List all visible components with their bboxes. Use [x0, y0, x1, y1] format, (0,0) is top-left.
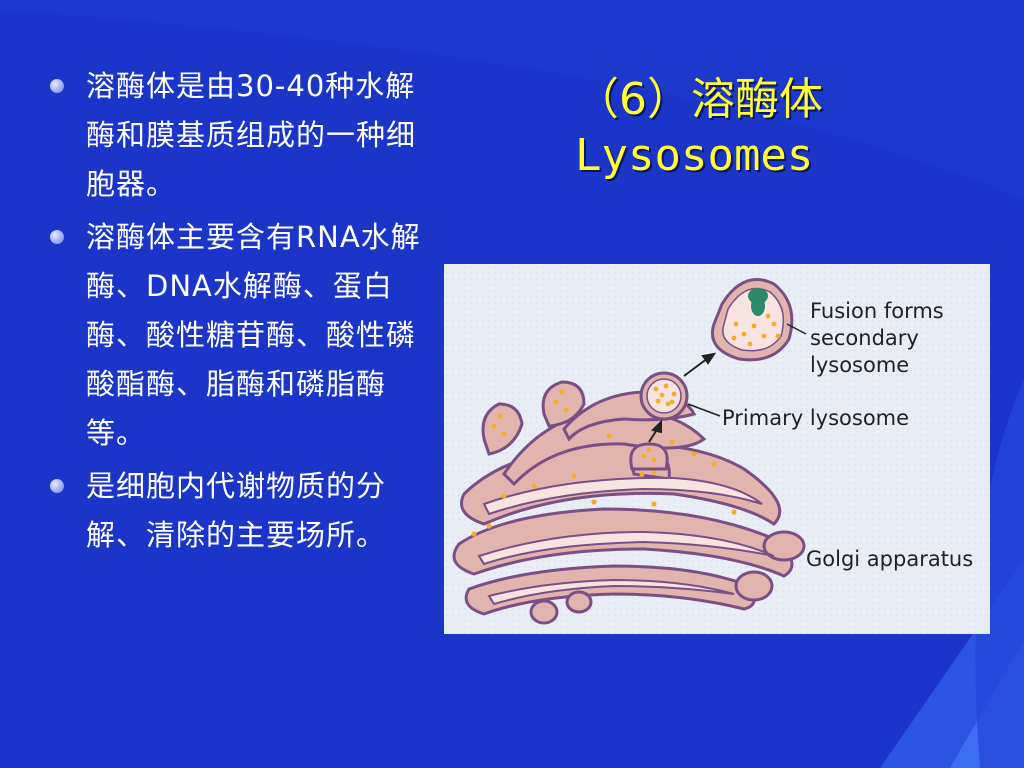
secondary-lysosome-icon: [711, 278, 794, 362]
bullet-text: 是细胞内代谢物质的分解、清除的主要场所。: [86, 469, 387, 552]
bullet-dot-icon: [50, 79, 64, 93]
title-english: Lysosomes: [575, 130, 814, 181]
slide-title: （6）溶酶体 Lysosomes: [575, 72, 823, 184]
bullet-item: 是细胞内代谢物质的分解、清除的主要场所。: [50, 462, 430, 560]
bullet-item: 溶酶体是由30-40种水解酶和膜基质组成的一种细胞器。: [50, 62, 430, 209]
title-chinese: （6）溶酶体: [575, 74, 823, 125]
bullet-list: 溶酶体是由30-40种水解酶和膜基质组成的一种细胞器。 溶酶体主要含有RNA水解…: [50, 62, 430, 564]
diagram-illustration: [444, 264, 990, 634]
bullet-dot-icon: [50, 479, 64, 493]
primary-lysosome-icon: [639, 371, 689, 421]
bullet-dot-icon: [50, 230, 64, 244]
fusion-label: Fusion forms secondary lysosome: [810, 299, 944, 377]
arrow-icon: [648, 352, 717, 443]
budding-vesicle-icon: [629, 442, 669, 471]
bullet-item: 溶酶体主要含有RNA水解酶、DNA水解酶、蛋白酶、酸性糖苷酶、酸性磷酸酯酶、脂酶…: [50, 213, 430, 458]
golgi-lysosome-diagram: Fusion forms secondary lysosome Primary …: [444, 264, 990, 634]
golgi-apparatus-label: Golgi apparatus: [806, 547, 974, 571]
bullet-text: 溶酶体是由30-40种水解酶和膜基质组成的一种细胞器。: [86, 69, 417, 201]
bullet-text: 溶酶体主要含有RNA水解酶、DNA水解酶、蛋白酶、酸性糖苷酶、酸性磷酸酯酶、脂酶…: [86, 220, 421, 450]
primary-lysosome-label: Primary lysosome: [722, 406, 910, 430]
